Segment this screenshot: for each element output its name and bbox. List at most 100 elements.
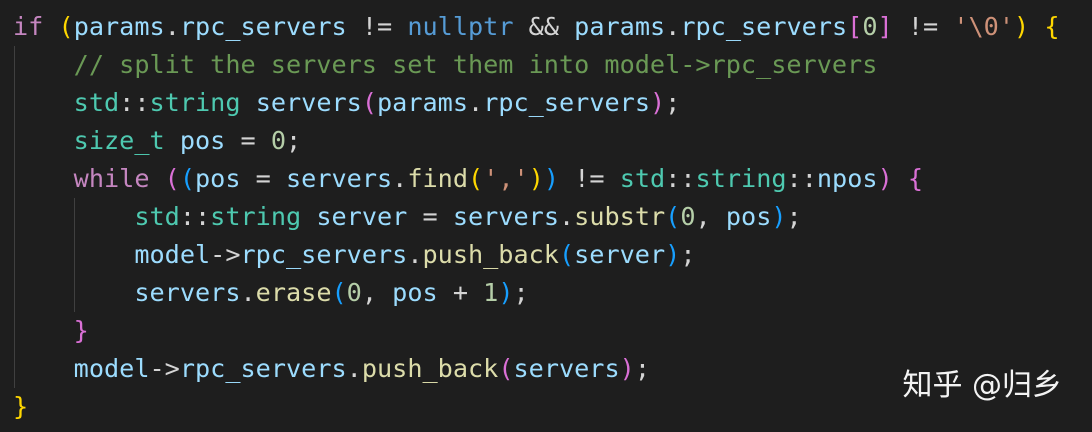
code-token [13,50,74,79]
code-token: server [574,240,666,269]
code-area[interactable]: if (params.rpc_servers != nullptr && par… [13,8,1092,426]
code-token: . [240,278,256,307]
code-token: pos [392,278,438,307]
code-token: ; [786,202,802,231]
code-token: string [210,202,302,231]
code-token: 1 [483,278,499,307]
code-token [43,12,58,41]
code-token: ) [543,164,560,193]
code-line[interactable]: if (params.rpc_servers != nullptr && par… [13,8,1092,46]
code-token: push_back [361,354,499,383]
code-token: = [240,164,287,193]
code-line[interactable]: servers.erase(0, pos + 1); [13,274,1092,312]
code-line[interactable]: model->rpc_servers.push_back(servers); [13,350,1092,388]
code-token [241,88,256,117]
code-token: // split the servers set them into model… [73,50,878,79]
code-token: ; [286,126,302,155]
code-line[interactable]: std::string server = servers.substr(0, p… [13,198,1092,236]
code-token [301,202,316,231]
code-token: std [619,164,666,193]
code-token: ) [665,240,681,269]
code-token [13,88,74,117]
code-token: ; [634,354,650,383]
code-token: } [73,316,89,345]
code-line[interactable]: } [13,312,1092,350]
code-token: servers [255,88,362,117]
code-token: . [665,12,681,41]
code-token: ) [1014,12,1030,41]
code-token: ; [680,240,696,269]
code-token: { [907,164,924,193]
code-token: = [407,202,453,231]
code-token: rpc_servers [240,240,408,269]
code-line[interactable]: size_t pos = 0; [13,122,1092,160]
indent-guide [14,312,15,350]
code-token: -> [149,354,180,383]
code-line[interactable]: while ((pos = servers.find(',')) != std:… [13,160,1092,198]
code-token: find [407,164,469,193]
indent-guide [14,274,15,312]
code-token: != [559,164,620,193]
code-token [165,126,180,155]
code-token: + [437,278,484,307]
code-token: params [574,12,666,41]
code-token: ( [58,12,74,41]
code-token: rpc_servers [680,12,848,41]
code-line-text: } [13,316,89,345]
code-token: :: [179,202,211,231]
code-token: = [225,126,271,155]
code-token: pos [195,164,241,193]
code-line-text: if (params.rpc_servers != nullptr && par… [13,12,1060,41]
code-token: npos [816,164,878,193]
indent-guide [74,198,75,236]
code-token: rpc_servers [179,12,347,41]
code-line-text: model->rpc_servers.push_back(servers); [13,354,650,383]
code-token: substr [574,202,666,231]
code-token: . [468,88,484,117]
code-token: ] [877,12,893,41]
indent-guide [74,274,75,312]
code-token [13,316,74,345]
code-token: :: [786,164,817,193]
code-token: ( [665,202,681,231]
code-line[interactable]: model->rpc_servers.push_back(server); [13,236,1092,274]
code-token: ) [528,164,544,193]
code-token [13,278,134,307]
code-line-text: std::string servers(params.rpc_servers); [13,88,681,117]
code-token: ',' [483,164,529,193]
code-token [1029,12,1044,41]
code-token: ( [558,240,575,269]
code-token: . [392,164,408,193]
code-line[interactable]: } [13,388,1092,426]
code-token: server [316,202,408,231]
code-token: . [559,202,575,231]
code-token: string [695,164,787,193]
code-token: ; [513,278,529,307]
code-token: nullptr [407,12,514,41]
code-token: 0 [680,202,696,231]
code-token: 0 [862,12,878,41]
code-token: model [73,354,150,383]
code-token: servers [286,164,393,193]
code-token: :: [119,88,150,117]
code-token: && [513,12,575,41]
indent-guide [14,84,15,122]
code-token: . [346,354,362,383]
code-token: ) [498,278,514,307]
code-line[interactable]: std::string servers(params.rpc_servers); [13,84,1092,122]
code-token: } [13,392,29,421]
code-token: != [892,12,954,41]
code-token: , [361,278,393,307]
code-line[interactable]: // split the servers set them into model… [13,46,1092,84]
code-token: ( [498,354,514,383]
code-token: servers [134,278,241,307]
code-token: . [407,240,423,269]
code-token: ) [771,202,787,231]
code-token: pos [725,202,772,231]
code-token: std [73,88,120,117]
code-token [150,164,165,193]
code-token [893,164,908,193]
code-token: -> [210,240,241,269]
code-token: servers [513,354,620,383]
